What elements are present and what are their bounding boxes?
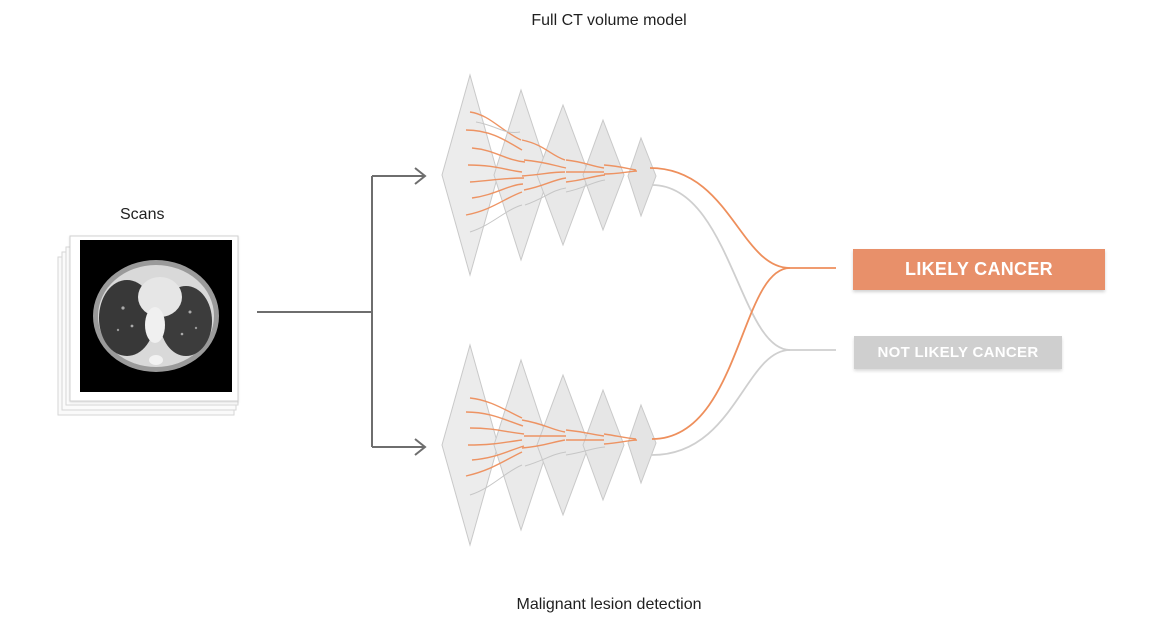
- activation-paths: [465, 111, 638, 216]
- full-ct-volume-model-label: Full CT volume model: [531, 12, 687, 29]
- arrow-top-icon: [414, 167, 427, 185]
- inactive-paths: [469, 121, 606, 233]
- inactive-paths: [469, 446, 606, 496]
- bottom-to-not-likely: [651, 349, 791, 456]
- not-likely-cancer-output: NOT LIKELY CANCER: [854, 336, 1062, 369]
- arrow-bottom-icon: [414, 438, 427, 456]
- layer-1: [441, 73, 499, 277]
- layer-3: [536, 103, 590, 247]
- layer-5: [627, 136, 657, 218]
- output-routing: [649, 167, 836, 456]
- likely-cancer-output: LIKELY CANCER: [853, 249, 1105, 290]
- top-to-likely: [649, 167, 836, 269]
- malignant-lesion-detection-label: Malignant lesion detection: [516, 596, 702, 613]
- network-full-ct-volume: [441, 73, 657, 277]
- network-malignant-lesion: [441, 343, 657, 547]
- top-to-not-likely: [651, 184, 836, 351]
- scans-label: Scans: [120, 206, 165, 223]
- activation-paths: [465, 397, 638, 477]
- layer-4: [582, 388, 625, 502]
- bottom-to-likely: [651, 267, 791, 440]
- scan-stack: [57, 235, 239, 416]
- layer-3: [536, 373, 590, 517]
- layer-5: [627, 403, 657, 485]
- ct-body-slice: [93, 260, 219, 372]
- layer-2: [493, 358, 550, 532]
- input-connector: [257, 167, 427, 456]
